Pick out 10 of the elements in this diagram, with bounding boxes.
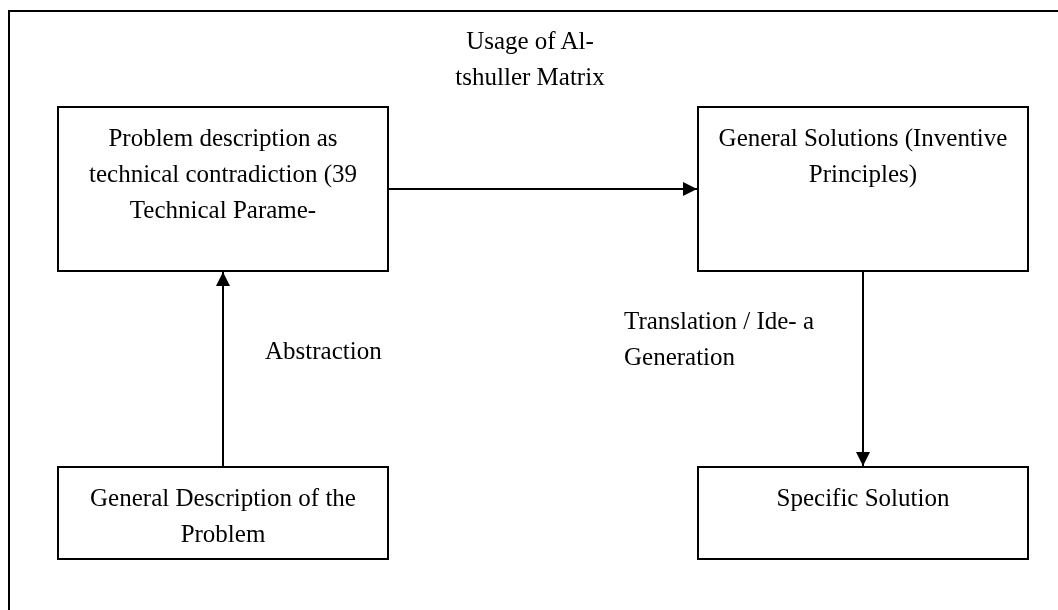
diagram-title: Usage of Al- tshuller Matrix: [454, 26, 606, 92]
edge-label: Translation / Ide- a Generation: [624, 306, 815, 372]
arrow: [388, 182, 698, 196]
arrow: [216, 271, 230, 467]
edge-label: Abstraction: [265, 336, 383, 366]
arrow: [856, 271, 870, 467]
process-box: General Solutions (Inventive Principles): [697, 106, 1029, 272]
process-box: Problem description as technical contradiction (39 Technical Parame-: [57, 106, 389, 272]
process-box: Specific Solution: [697, 466, 1029, 560]
process-box: General Description of the Problem: [57, 466, 389, 560]
